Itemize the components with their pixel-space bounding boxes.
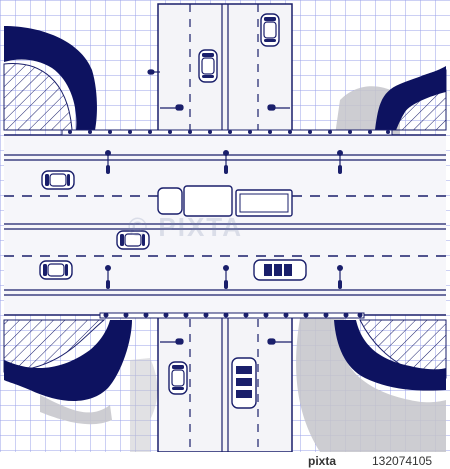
car-highway-lower-left <box>39 260 73 280</box>
car-top-right <box>260 13 280 47</box>
horizontal-highway <box>4 134 446 316</box>
watermark-text: © PIXTA <box>128 212 244 242</box>
river <box>4 26 446 401</box>
railing-bottom <box>99 312 365 319</box>
brand-label: pixta <box>308 454 337 468</box>
truck <box>157 185 293 217</box>
footer-bar <box>0 452 450 469</box>
streetlights <box>104 69 344 345</box>
vehicles <box>39 13 307 409</box>
suv <box>253 259 307 281</box>
car-top-center <box>198 49 218 83</box>
image-id-label: 132074105 <box>372 454 433 468</box>
railing-top <box>61 129 393 136</box>
van-bottom <box>231 357 257 409</box>
car-highway-left <box>41 170 75 190</box>
car-bottom-left <box>168 361 188 395</box>
shadows <box>40 86 446 452</box>
